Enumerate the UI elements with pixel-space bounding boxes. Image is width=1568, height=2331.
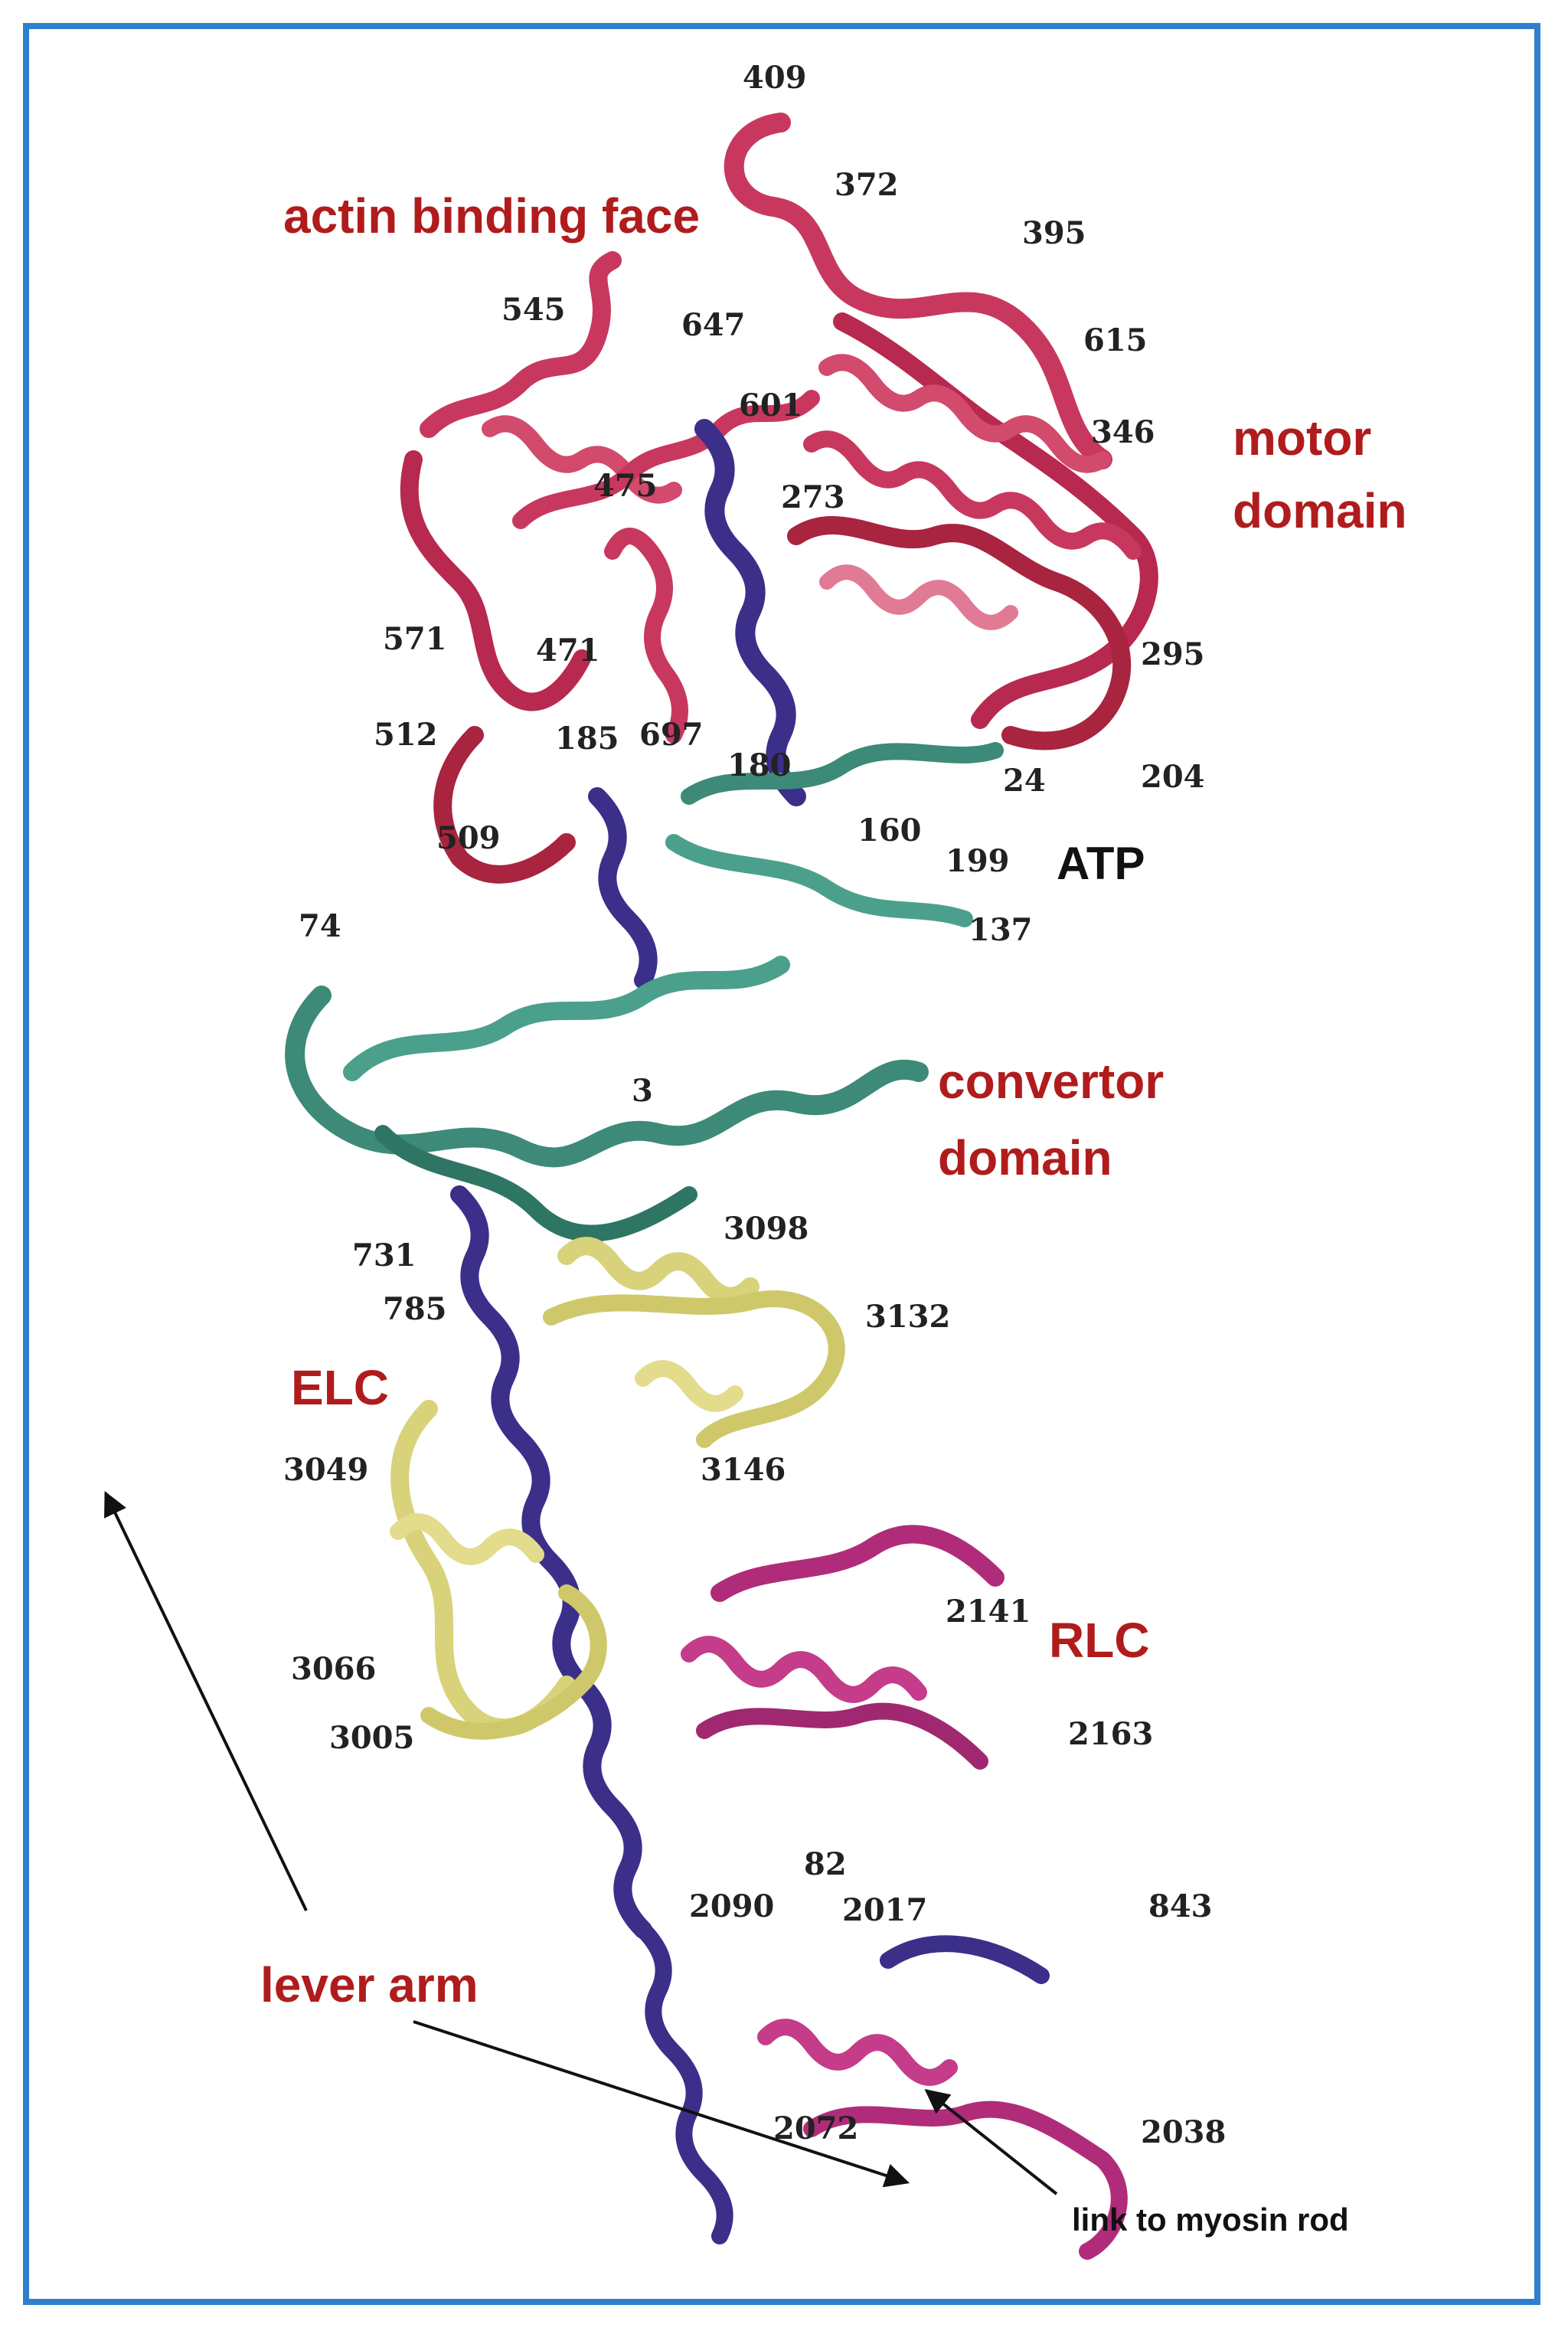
residue-label: 785 [383, 1291, 447, 1327]
residue-label: 471 [536, 633, 600, 669]
residue-label: 3132 [865, 1299, 951, 1335]
residue-label: 2141 [946, 1594, 1031, 1630]
residue-label: 199 [946, 843, 1010, 879]
residue-label: 512 [374, 717, 438, 753]
residue-label: 346 [1091, 414, 1155, 450]
residue-label: 843 [1148, 1888, 1213, 1924]
residue-label: 2038 [1141, 2114, 1227, 2150]
residue-label: 3146 [701, 1452, 786, 1488]
link-to-rod-annotation: link to myosin rod [1072, 2202, 1349, 2238]
residue-label: 2072 [773, 2110, 859, 2146]
convertor-domain-label-line1: convertor [938, 1054, 1165, 1109]
residue-label: 204 [1141, 759, 1205, 795]
residue-label: 395 [1022, 215, 1086, 251]
residue-label: 2017 [842, 1892, 928, 1928]
residue-label: 3005 [329, 1720, 415, 1756]
residue-label: 731 [352, 1237, 416, 1273]
atp-label: ATP [1057, 838, 1145, 889]
residue-label: 3066 [291, 1651, 377, 1687]
residue-label: 24 [1003, 763, 1046, 799]
residue-label: 372 [835, 167, 899, 203]
rlc-label: RLC [1049, 1613, 1150, 1668]
residue-label: 545 [501, 292, 566, 328]
residue-label: 2163 [1068, 1716, 1154, 1752]
residue-label: 180 [727, 747, 792, 783]
residue-label: 615 [1083, 322, 1148, 358]
residue-label: 2090 [689, 1888, 775, 1924]
residue-label: 185 [555, 721, 619, 757]
motor-domain-ribbons [400, 113, 1158, 884]
lever-arm-label: lever arm [260, 1957, 479, 2012]
residue-label: 273 [781, 479, 845, 515]
residue-label: 571 [383, 621, 447, 657]
residue-label: 475 [593, 468, 658, 504]
motor-domain-label-line1: motor [1233, 410, 1372, 466]
actin-binding-face-label: actin binding face [283, 188, 701, 244]
residue-label: 82 [804, 1846, 847, 1882]
residue-label: 3 [632, 1073, 653, 1109]
convertor-domain-ribbons [285, 742, 1004, 1242]
elc-ribbons [390, 1237, 845, 1740]
residue-label: 409 [743, 60, 807, 96]
residue-label: 601 [739, 387, 803, 423]
residue-label: 137 [969, 912, 1033, 948]
residue-label: 160 [858, 812, 922, 848]
residue-label: 697 [639, 717, 704, 753]
diagram-frame [23, 23, 1540, 2305]
residue-label: 3049 [283, 1452, 369, 1488]
motor-domain-label-line2: domain [1233, 483, 1407, 538]
elc-label: ELC [291, 1360, 389, 1415]
residue-label: 647 [681, 307, 746, 343]
residue-label: 509 [436, 820, 501, 856]
convertor-domain-label-line2: domain [938, 1130, 1112, 1185]
residue-label: 295 [1141, 636, 1205, 672]
residue-label: 74 [299, 908, 341, 944]
residue-label: 3098 [724, 1211, 809, 1247]
